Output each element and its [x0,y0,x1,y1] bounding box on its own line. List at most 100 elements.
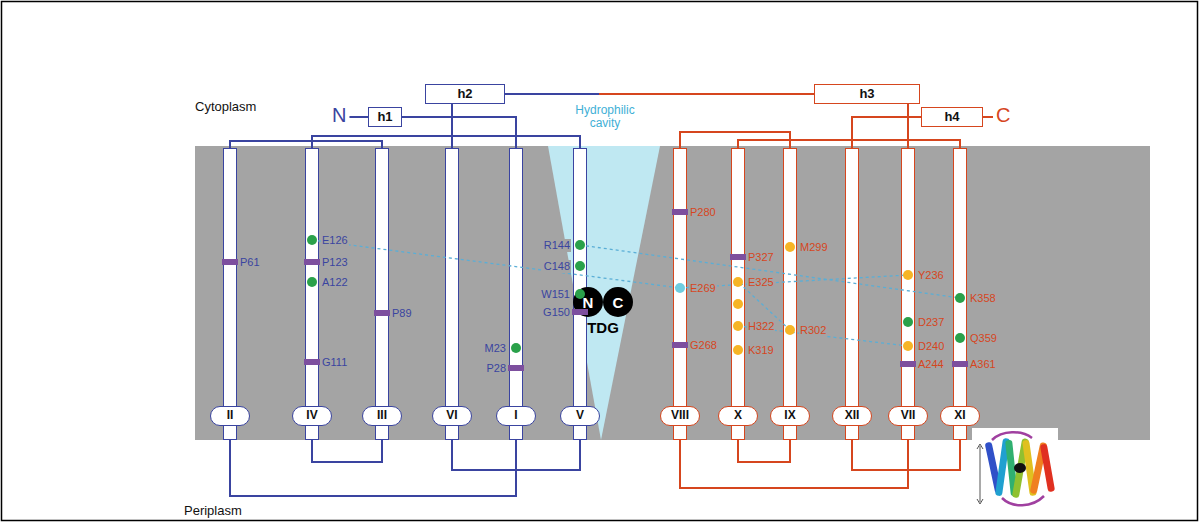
helix-box: h2 [425,84,505,104]
residue-label: G268 [689,339,718,352]
region-label: Cytoplasm [195,100,256,113]
helix-number: X [734,408,742,422]
helix-number: XII [845,408,860,422]
transmembrane-helix: II [210,148,250,440]
loop-connector [907,104,909,148]
residue-dot [903,341,913,351]
residue-dot [903,270,913,280]
helix-number: V [576,408,584,422]
cavity-label: Hydrophilic cavity [558,104,652,130]
residue-dot [733,299,743,309]
helix-number-pill: III [362,406,402,426]
helix-number-pill: XII [832,406,872,426]
helix-number-pill: VI [432,406,472,426]
inset-ground [972,428,1058,514]
residue-dot [675,283,685,293]
helix-bar [223,148,237,440]
residue-label: D240 [917,340,945,353]
helix-number: XI [954,408,965,422]
residue-dot [733,277,743,287]
helix-name: h1 [377,109,392,124]
interaction-line [580,245,960,298]
residue-bar-mark [304,259,320,265]
residue-label: P327 [747,251,775,264]
loop-connector [312,136,580,148]
helix-number: I [514,408,517,422]
transmembrane-helix: X [718,148,758,440]
helix-bar [673,148,687,440]
residue-label: M299 [799,241,829,254]
membrane [195,146,1150,440]
residue-dot [785,325,795,335]
ribbon-structure [972,428,1058,514]
ligand-end-label: C [613,294,624,311]
helix-number: VIII [671,408,689,422]
helix-number: IV [306,408,317,422]
residue-dot [575,289,585,299]
loop-connector [452,440,580,470]
residue-label: M23 [484,342,507,355]
loop-connector [738,140,960,148]
loop-connector [451,104,453,148]
helix-number: VII [901,408,916,422]
interaction-line [312,240,680,288]
residue-bar-mark [672,342,688,348]
helix-name: h4 [944,109,959,124]
residue-dot [733,345,743,355]
helix-bar [845,148,859,440]
residue-label: A244 [917,358,945,371]
transmembrane-helix: III [362,148,402,440]
residue-label: E325 [747,276,775,289]
loop-connector [230,141,382,148]
helix-box: h1 [368,107,402,127]
residue-bar-mark [304,359,320,365]
residue-dot [307,235,317,245]
residue-label: R302 [799,324,827,337]
ligand-circle: C [603,287,633,317]
residue-label: G150 [542,306,571,319]
transmembrane-helix: I [496,148,536,440]
residue-label: P123 [321,256,349,269]
helix-number-pill: V [560,406,600,426]
helix-number-pill: II [210,406,250,426]
residue-label: K358 [969,292,997,305]
helix-box: h3 [814,84,920,104]
residue-label: E269 [689,282,717,295]
helix-number-pill: X [718,406,758,426]
ligand-label: TDG [587,319,619,336]
residue-label: W151 [540,288,571,301]
transmembrane-helix: XII [832,148,872,440]
residue-label: Y236 [917,269,945,282]
helix-bar [509,148,523,440]
loop-connector [505,93,814,95]
residue-bar-mark [222,259,238,265]
residue-dot [955,293,965,303]
helix-bar [783,148,797,440]
helix-bar [901,148,915,440]
residue-dot [575,240,585,250]
residue-label: A361 [969,358,997,371]
residue-dot [307,277,317,287]
residue-label: Q359 [969,332,998,345]
residue-dot [733,321,743,331]
helix-number-pill: IX [770,406,810,426]
helix-bar [731,148,745,440]
helix-number-pill: VII [888,406,928,426]
residue-bar-mark [508,365,524,371]
helix-number-pill: IV [292,406,332,426]
residue-dot [903,317,913,327]
residue-label: P61 [239,256,261,269]
terminus-line [983,116,993,118]
residue-label: P280 [689,206,717,219]
terminus-label: C [996,104,1010,127]
transmembrane-helix: VI [432,148,472,440]
loop-connector [402,117,516,148]
residue-label: D237 [917,316,945,329]
helix-number-pill: VIII [660,406,700,426]
residue-bar-mark [900,361,916,367]
residue-label: C148 [543,260,571,273]
transmembrane-helix: IX [770,148,810,440]
region-label: Periplasm [184,504,242,517]
